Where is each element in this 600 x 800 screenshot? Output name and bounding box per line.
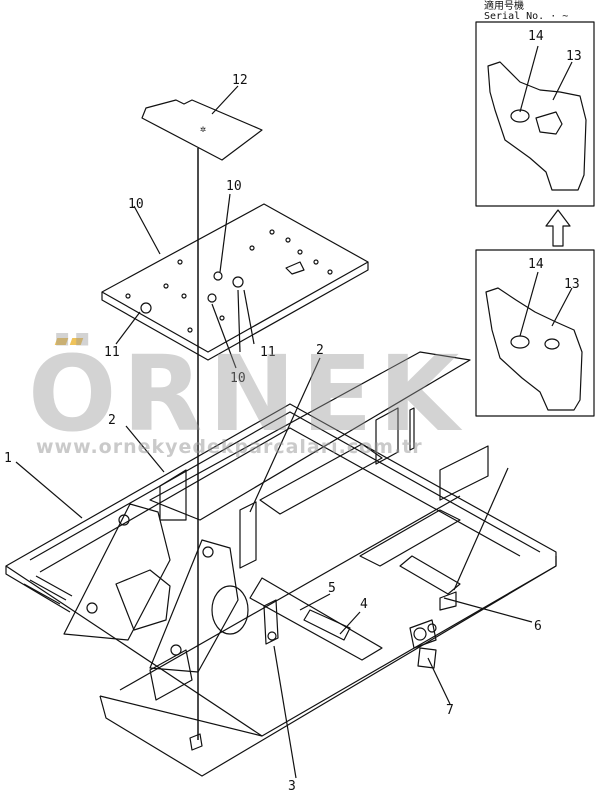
watermark-brand: ÖRNEK (28, 333, 466, 455)
callout-1: 1 (4, 451, 12, 466)
callout-5: 5 (328, 581, 336, 596)
callout-10-lower: 11 (260, 345, 276, 360)
callout-2-right: 2 (316, 343, 324, 358)
callout-13-upper: 13 (566, 49, 582, 64)
part-8-floor-plate (101, 193, 369, 369)
part-12-plate: ✲ (141, 85, 263, 740)
callout-6: 6 (534, 619, 542, 634)
callout-4: 4 (360, 597, 368, 612)
callout-12: 12 (232, 73, 248, 88)
callout-10-upper: 10 (226, 179, 242, 194)
inset-cover-new (475, 21, 595, 207)
callout-8: 10 (128, 197, 144, 212)
serial-no-label: Serial No. · ~ (484, 11, 569, 22)
callout-13-lower: 13 (564, 277, 580, 292)
callout-3: 3 (288, 779, 296, 794)
svg-text:✲: ✲ (200, 124, 206, 135)
callout-11: 11 (104, 345, 120, 360)
callout-14-lower: 14 (528, 257, 544, 272)
revolving-frame (5, 351, 557, 777)
callout-7: 7 (446, 703, 454, 718)
callout-14-upper: 14 (528, 29, 544, 44)
callout-9: 10 (230, 371, 246, 386)
serial-header-label: 適用号機 (484, 1, 524, 12)
watermark-url: www.ornekyedekparcaları.com.tr (36, 436, 423, 458)
inset-cover-old (475, 249, 595, 417)
leader-lines (15, 357, 533, 779)
upgrade-arrow (545, 209, 571, 247)
callout-2-left: 2 (108, 413, 116, 428)
